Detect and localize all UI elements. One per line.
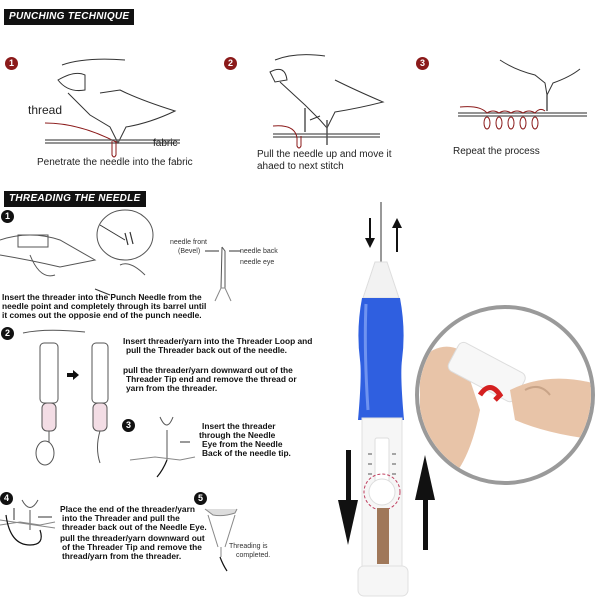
step-5-line1: Threading is <box>229 543 268 550</box>
threading-header: THREADING THE NEEDLE <box>4 191 146 207</box>
threading-step-1-text-line1: Insert the threader into the Punch Needl… <box>2 292 202 302</box>
step-3-line3: Eye from the Needle <box>202 439 283 449</box>
needle-back-label: needle back <box>240 248 278 255</box>
step-4-bullet-2-line2: of the Threader Tip and remove the <box>62 542 202 552</box>
threading-step-1-text-line2: needle point and completely through its … <box>2 301 207 311</box>
threading-step-4-illustration <box>0 499 56 546</box>
step-4-bullet-1-line2: into the Threader and pull the <box>62 513 180 523</box>
threading-step-5-badge: 5 <box>194 492 207 505</box>
step-3-line1: Insert the threader <box>202 421 276 431</box>
punch-needle-product-photo <box>338 202 595 597</box>
step-3-line2: through the Needle <box>199 430 276 440</box>
step-3-line4: Back of the needle tip. <box>202 448 291 458</box>
threading-step-3-illustration <box>129 416 196 478</box>
needle-eye-label: needle eye <box>240 259 275 266</box>
step-2-bullet-2-line3: yarn from the threader. <box>126 383 218 393</box>
step-2-bullet-1-line2: pull the Threader back out of the needle… <box>126 345 288 355</box>
step-2-bullet-2-line1: pull the threader/yarn downward out of t… <box>123 365 293 375</box>
step-2-bullet-1-line1: Insert threader/yarn into the Threader L… <box>123 336 313 346</box>
step-2-caption-line1: Pull the needle up and move it <box>257 149 392 160</box>
step-1-badge: 1 <box>5 57 18 70</box>
threading-step-5-illustration <box>204 508 238 572</box>
thread-label: thread <box>28 103 63 117</box>
punch-step-3-illustration <box>458 59 587 130</box>
punch-step-1-illustration <box>44 58 180 158</box>
step-3-caption: Repeat the process <box>453 146 540 157</box>
step-2-caption-line2: ahaed to next stitch <box>257 161 344 172</box>
step-4-bullet-1-line1: Place the end of the threader/yarn <box>60 504 195 514</box>
punching-technique-header: PUNCHING TECHNIQUE <box>4 9 135 25</box>
step-5-line2: completed. <box>236 552 271 559</box>
step-2-badge: 2 <box>224 57 237 70</box>
slider-adjust-arrows <box>338 450 435 550</box>
needle-tip-diagram <box>205 246 241 302</box>
needle-up-down-arrows <box>365 218 402 252</box>
needle-front-label: needle front <box>170 239 207 246</box>
threading-step-3-badge: 3 <box>122 419 135 432</box>
threading-step-1-badge: 1 <box>1 210 14 223</box>
bevel-label: (Bevel) <box>178 248 201 255</box>
threading-step-2-illustration <box>22 329 109 466</box>
step-4-bullet-2-line3: thread/yarn from the threader. <box>62 551 182 561</box>
step-3-badge: 3 <box>416 57 429 70</box>
threading-step-2-badge: 2 <box>1 327 14 340</box>
punch-step-2-illustration <box>269 54 385 149</box>
threading-step-1-text-line3: it comes out the opposie end of the punc… <box>2 310 202 320</box>
step-2-bullet-2-line2: Threader Tip end and remove the thread o… <box>126 374 297 384</box>
fabric-label: fabric <box>153 138 178 149</box>
threading-step-1-illustration <box>0 209 154 296</box>
step-4-bullet-2-line1: pull the threader/yarn downward out <box>60 533 205 543</box>
threading-step-4-badge: 4 <box>0 492 13 505</box>
step-4-bullet-1-line3: threader back out of the Needle Eye. <box>62 522 207 532</box>
step-1-caption: Penetrate the needle into the fabric <box>37 157 193 168</box>
